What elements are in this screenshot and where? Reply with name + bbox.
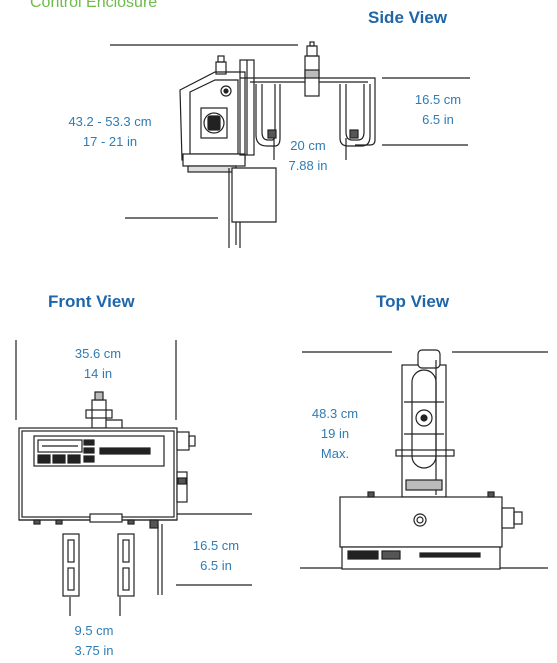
front-bracket-spacing-cm: 9.5 cm [74, 623, 114, 638]
page-title: Control Enclosure [30, 0, 158, 11]
front-bracket-spacing-dimension: 9.5 cm 3.75 in [54, 621, 134, 661]
top-length-note: Max. [320, 446, 350, 461]
front-bracket-drop-dimension: 16.5 cm 6.5 in [176, 536, 256, 576]
side-depth-dimension: 20 cm 7.88 in [282, 136, 334, 176]
front-bracket-drop-cm: 16.5 cm [192, 538, 240, 553]
side-right-cm: 16.5 cm [414, 92, 462, 107]
side-depth-in: 7.88 in [288, 158, 328, 173]
side-view-title: Side View [368, 8, 448, 27]
side-depth-cm: 20 cm [290, 138, 326, 153]
front-width-dimension: 35.6 cm 14 in [58, 344, 138, 384]
side-height-dimension: 43.2 - 53.3 cm 17 - 21 in [55, 112, 165, 152]
side-right-dimension: 16.5 cm 6.5 in [398, 90, 478, 130]
top-length-dimension: 48.3 cm 19 in Max. [300, 404, 370, 464]
front-view-drawing [15, 340, 252, 616]
side-view-drawing [110, 41, 470, 248]
side-height-in: 17 - 21 in [82, 134, 138, 149]
side-height-cm: 43.2 - 53.3 cm [68, 114, 152, 129]
top-length-cm: 48.3 cm [311, 406, 359, 421]
top-view-title: Top View [376, 292, 450, 311]
front-width-in: 14 in [83, 366, 113, 381]
front-bracket-spacing-in: 3.75 in [74, 643, 114, 658]
front-view-title: Front View [48, 292, 135, 311]
side-right-in: 6.5 in [422, 112, 454, 127]
top-view-drawing [300, 349, 548, 570]
front-bracket-drop-in: 6.5 in [200, 558, 232, 573]
top-length-in: 19 in [320, 426, 350, 441]
front-width-cm: 35.6 cm [74, 346, 122, 361]
